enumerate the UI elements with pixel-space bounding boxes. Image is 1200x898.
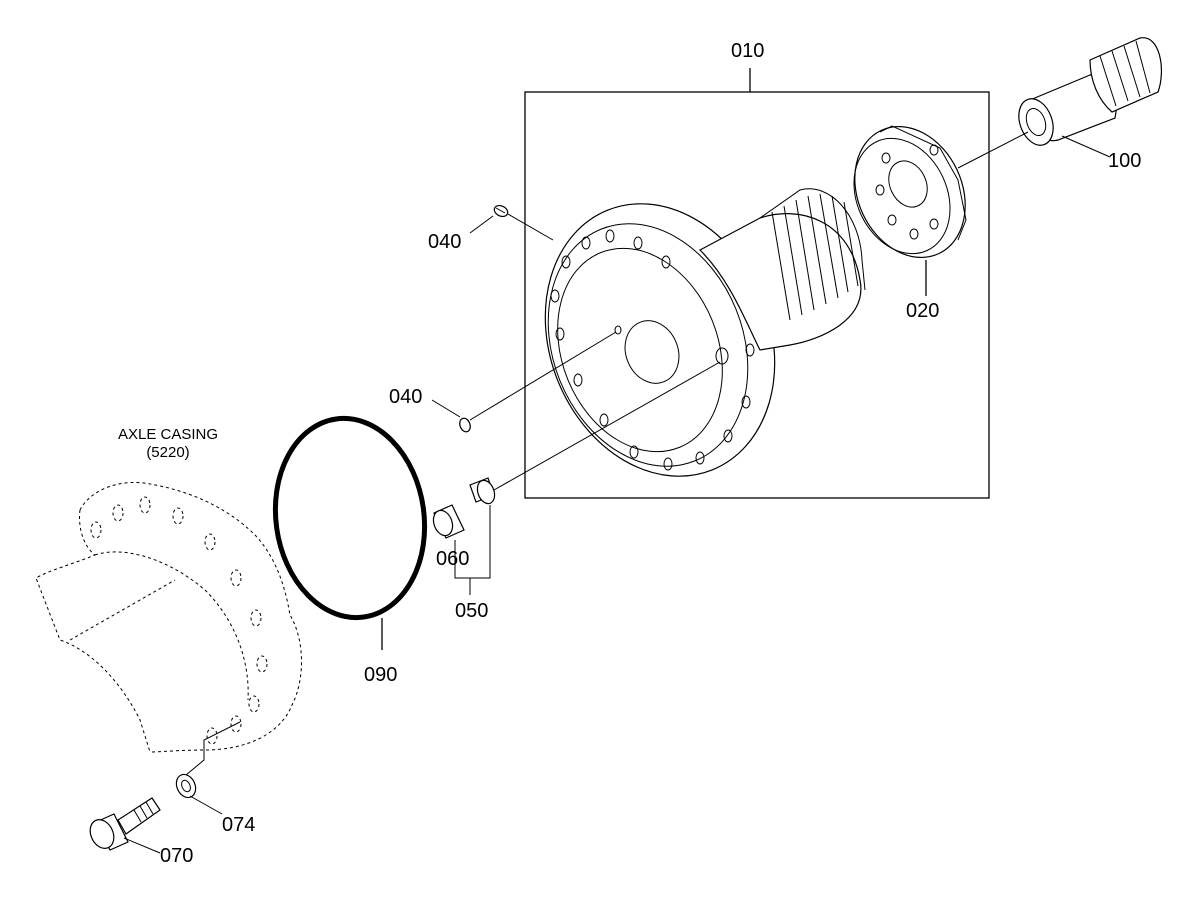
ring-gear-020-drawing bbox=[853, 125, 967, 296]
assembly-box-010 bbox=[524, 91, 990, 499]
flange-bolt-holes bbox=[550, 229, 755, 471]
leader-lines bbox=[123, 131, 1111, 854]
axle-casing-label: AXLE CASING (5220) bbox=[100, 426, 236, 462]
label-100: 100 bbox=[1108, 150, 1142, 172]
label-090: 090 bbox=[364, 664, 398, 686]
casing-bolt-holes bbox=[90, 496, 268, 745]
label-060: 060 bbox=[436, 548, 470, 570]
label-040-upper: 040 bbox=[428, 231, 462, 253]
label-070: 070 bbox=[160, 845, 194, 867]
set-screw-040-upper-drawing bbox=[493, 204, 509, 218]
label-040-lower: 040 bbox=[389, 386, 423, 408]
axle-casing-number: (5220) bbox=[146, 444, 190, 461]
label-010: 010 bbox=[731, 40, 765, 62]
hub-spline bbox=[759, 188, 866, 321]
cap-060-drawing bbox=[432, 504, 465, 539]
label-074: 074 bbox=[222, 814, 256, 836]
washer-074-drawing bbox=[175, 773, 197, 799]
label-050: 050 bbox=[455, 600, 489, 622]
axle-casing-drawing bbox=[35, 481, 302, 753]
set-screw-040-lower-drawing bbox=[459, 417, 471, 433]
hub-flange-drawing bbox=[544, 188, 866, 477]
plug-050-drawing bbox=[469, 477, 496, 505]
label-020: 020 bbox=[906, 300, 940, 322]
drive-shaft-100-drawing bbox=[1018, 37, 1162, 146]
bolt-070-drawing bbox=[89, 797, 161, 851]
o-ring-090-drawing bbox=[272, 415, 428, 650]
axle-casing-title: AXLE CASING bbox=[117, 426, 219, 443]
